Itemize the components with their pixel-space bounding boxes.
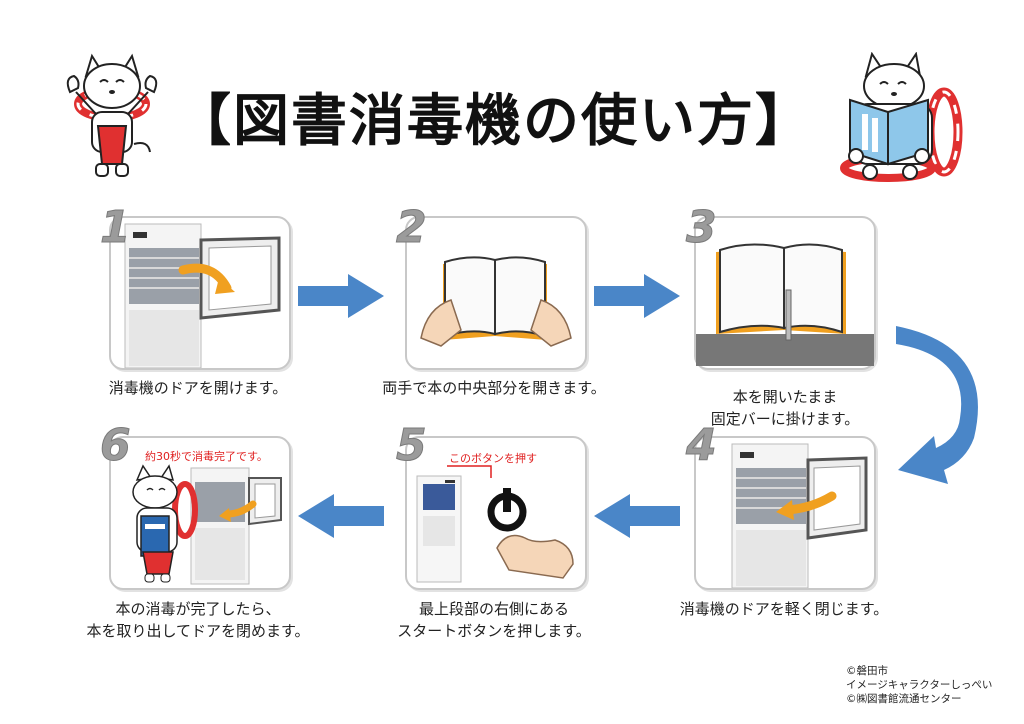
step-6-caption-line-1: 本の消毒が完了したら、 xyxy=(115,600,281,618)
arrow-right-2-to-3-icon xyxy=(594,274,680,318)
step-6-panel: 約30秒で消毒完了です。 xyxy=(109,436,291,590)
credit-line-3: ©㈱図書館流通センター xyxy=(846,693,962,705)
step-1-caption-line-1: 消毒機のドアを開けます。 xyxy=(108,379,288,397)
step-5-caption-line-2: スタートボタンを押します。 xyxy=(397,622,591,640)
credit-line-2: イメージキャラクターしっぺい xyxy=(846,679,993,691)
credits: ©磐田市 イメージキャラクターしっぺい ©㈱図書館流通センター xyxy=(846,664,992,706)
step-1-caption: 消毒機のドアを開けます。 xyxy=(88,377,308,399)
step-2-caption: 両手で本の中央部分を開きます。 xyxy=(364,377,624,399)
step-2-panel xyxy=(405,216,587,370)
step-5-panel: このボタンを押す xyxy=(405,436,587,590)
page-title: 【図書消毒機の使い方】 xyxy=(175,89,813,154)
step-6-caption: 本の消毒が完了したら、 本を取り出してドアを閉めます。 xyxy=(68,598,328,642)
step-5-caption: 最上段部の右側にある スタートボタンを押します。 xyxy=(374,598,614,642)
step-6-callout: 約30秒で消毒完了です。 xyxy=(145,450,268,463)
step-6-number: 6 xyxy=(100,420,132,471)
step-4-number: 4 xyxy=(686,420,718,471)
step-1-illustration xyxy=(124,223,281,369)
step-6-illustration xyxy=(132,464,282,585)
step-4-caption: 消毒機のドアを軽く閉じます。 xyxy=(654,598,914,620)
step-5-illustration xyxy=(416,465,574,583)
arrow-left-4-to-5-icon xyxy=(594,494,680,538)
step-3-caption: 本を開いたまま 固定バーに掛けます。 xyxy=(680,386,890,430)
step-1-panel xyxy=(109,216,291,370)
step-3-caption-line-2: 固定バーに掛けます。 xyxy=(710,410,860,428)
step-4-illustration xyxy=(731,443,868,589)
step-1-number: 1 xyxy=(100,202,132,253)
arrow-left-5-to-6-icon xyxy=(298,494,384,538)
step-2-caption-line-1: 両手で本の中央部分を開きます。 xyxy=(382,379,606,397)
arrow-right-1-to-2-icon xyxy=(298,274,384,318)
mascot-reading-illustration xyxy=(840,52,963,182)
step-3-illustration xyxy=(696,243,874,366)
step-2-illustration xyxy=(420,256,572,347)
arrow-curved-3-to-4-icon xyxy=(896,326,978,484)
credit-line-1: ©磐田市 xyxy=(846,665,888,677)
step-3-caption-line-1: 本を開いたまま xyxy=(732,388,838,406)
step-6-caption-line-2: 本を取り出してドアを閉めます。 xyxy=(86,622,310,640)
step-4-panel xyxy=(694,436,876,590)
step-4-caption-line-1: 消毒機のドアを軽く閉じます。 xyxy=(679,600,889,618)
step-3-panel xyxy=(694,216,876,370)
step-5-callout: このボタンを押す xyxy=(449,452,537,465)
step-3-number: 3 xyxy=(686,202,718,253)
step-5-number: 5 xyxy=(396,420,428,471)
mascot-cheering-illustration xyxy=(66,53,158,177)
step-5-caption-line-1: 最上段部の右側にある xyxy=(418,600,569,618)
step-2-number: 2 xyxy=(396,202,428,253)
